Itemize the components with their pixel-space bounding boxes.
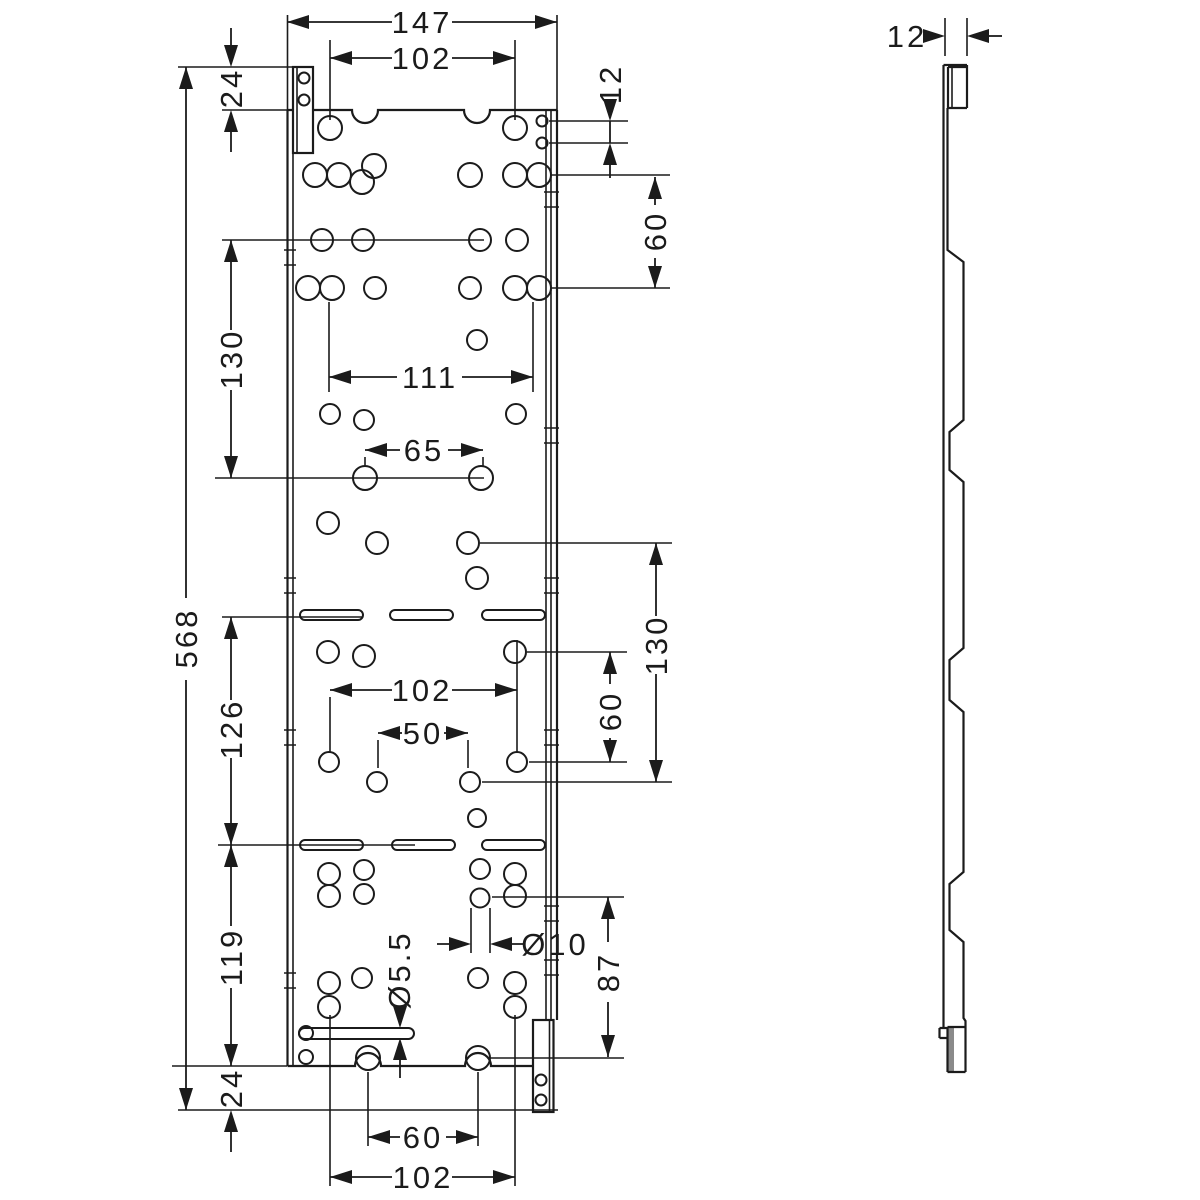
dim-mid-65: 65 [364, 433, 484, 468]
dim-label-568: 568 [169, 608, 204, 669]
dim-label-65: 65 [404, 433, 444, 468]
front-view: 147 102 24 12 60 [169, 5, 674, 1195]
dim-label-24-bottom: 24 [214, 1068, 249, 1108]
plate-outline [286, 108, 559, 1068]
edge-break-marks [284, 191, 559, 989]
dim-top-tab-24: 24 [178, 28, 293, 152]
dim-overall-height-568: 568 [169, 67, 558, 1111]
dim-lower-left-119: 119 [214, 845, 249, 1066]
tab-hole [297, 71, 311, 85]
dim-hole-dia-10: Ø10 [437, 908, 589, 962]
dim-label-50: 50 [403, 716, 443, 751]
dim-label-60-bottom: 60 [403, 1120, 443, 1155]
dim-top-holes-102: 102 [329, 40, 516, 120]
dim-mid-left-126: 126 [214, 616, 415, 846]
dim-upper-left-130: 130 [214, 239, 484, 479]
side-profile [938, 63, 969, 1074]
dim-label-102-bottom: 102 [393, 1160, 454, 1195]
dim-thickness-12: 12 [887, 18, 1002, 56]
dim-center-102: 102 [329, 640, 518, 752]
tab-hole [297, 93, 311, 107]
dim-label-60-upper-right: 60 [638, 211, 673, 251]
dim-label-126: 126 [214, 699, 249, 760]
side-bottom-tab [938, 1025, 966, 1074]
hole-dia-10 [469, 887, 491, 909]
tab-hole [534, 1073, 548, 1087]
bottom-mounting-tab [531, 1018, 555, 1114]
dim-mid-right-60: 60 [527, 651, 628, 763]
dim-label-24-top: 24 [214, 68, 249, 108]
dim-label-130-left: 130 [214, 329, 249, 390]
dim-bottom-60: 60 [367, 1072, 479, 1155]
hole-pattern [295, 114, 552, 1071]
dim-label-102-top: 102 [392, 41, 453, 76]
dim-lower-right-87: 87 [490, 896, 626, 1059]
dim-center-50: 50 [377, 716, 469, 768]
dim-slot-dia-5-5: Ø5.5 [382, 930, 417, 1078]
dim-mid-right-130: 130 [480, 542, 674, 783]
dim-keyhole-111: 111 [328, 302, 534, 395]
dim-label-dia-5-5: Ø5.5 [382, 930, 417, 1009]
tab-hole [534, 1093, 548, 1107]
dim-label-130-right: 130 [639, 615, 674, 676]
dim-label-12-right: 12 [593, 64, 628, 104]
slot-dia-5-5 [298, 1027, 415, 1040]
dim-overall-width-147: 147 [286, 5, 558, 110]
dim-label-60-mid-right: 60 [593, 691, 628, 731]
top-mounting-tab [291, 65, 315, 155]
dim-edge-holes-12: 12 [549, 64, 628, 178]
dim-upper-right-60: 60 [551, 174, 673, 289]
dim-bottom-102: 102 [329, 1015, 516, 1195]
dim-label-102-mid: 102 [392, 673, 453, 708]
dim-label-87: 87 [591, 952, 626, 992]
dim-label-147: 147 [392, 5, 453, 40]
dim-label-dia-10: Ø10 [521, 927, 589, 962]
side-view: 12 [887, 18, 1002, 1074]
dim-label-119: 119 [214, 928, 249, 986]
dim-bottom-tab-24: 24 [214, 1068, 249, 1152]
dim-label-12-side: 12 [887, 19, 927, 54]
dim-label-111: 111 [402, 360, 458, 395]
